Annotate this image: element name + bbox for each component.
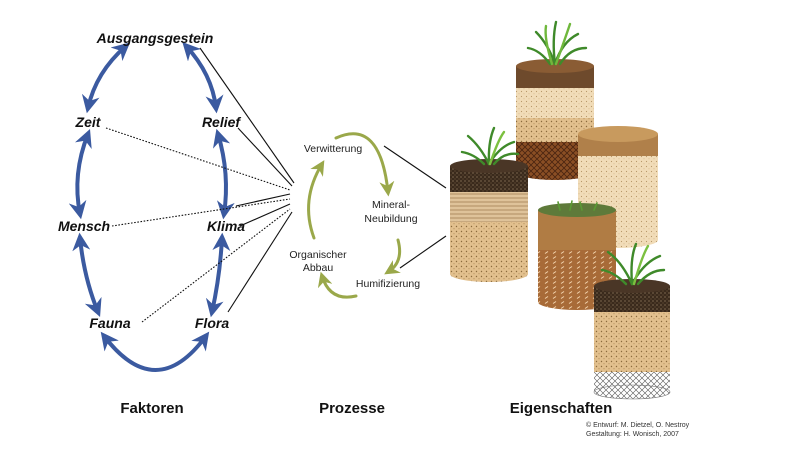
process-mineral-line2: Neubildung xyxy=(364,213,417,225)
line-process-upper xyxy=(383,145,447,189)
soil-column-c xyxy=(450,126,528,282)
process-humifizierung: Humifizierung xyxy=(356,278,420,290)
arrow-zeit-mensch xyxy=(68,128,92,220)
factor-flora: Flora xyxy=(195,315,229,331)
arrow-mineral-humifizierung xyxy=(384,238,402,275)
factor-ausgangsgestein: Ausgangsgestein xyxy=(96,30,214,46)
section-eigenschaften: Eigenschaften xyxy=(510,400,613,417)
arrow-klima-flora xyxy=(205,232,231,318)
arrow-ausgangsgestein-zeit xyxy=(81,42,131,114)
process-organisch-line2: Abbau xyxy=(303,262,334,274)
factor-zeit: Zeit xyxy=(75,114,102,130)
process-cycle-arrows xyxy=(307,132,402,299)
arrow-fauna-flora xyxy=(100,331,210,372)
section-titles: Faktoren Prozesse Eigenschaften xyxy=(120,400,612,417)
line-zeit xyxy=(105,127,291,191)
credit-entwurf: © Entwurf: M. Dietzel, O. Nestroy xyxy=(586,421,690,429)
arrow-abbau-verwitterung xyxy=(307,160,325,240)
arrow-humifizierung-abbau xyxy=(317,271,358,299)
factor-mensch: Mensch xyxy=(58,218,110,234)
line-mensch xyxy=(111,198,291,227)
line-klima-upper xyxy=(235,193,291,207)
credit-gestaltung: Gestaltung: H. Wonisch, 2007 xyxy=(586,431,679,438)
factor-klima: Klima xyxy=(207,218,245,234)
soil-column-b xyxy=(578,126,658,248)
process-verwitterung: Verwitterung xyxy=(304,143,363,155)
factor-labels: Ausgangsgestein Zeit Relief Mensch Klima… xyxy=(58,30,245,331)
line-relief xyxy=(237,127,293,187)
factor-arrows xyxy=(68,42,235,372)
line-flora xyxy=(227,211,293,313)
arrow-verwitterung-mineral xyxy=(334,132,395,197)
grass-icon xyxy=(460,126,520,166)
section-prozesse: Prozesse xyxy=(319,400,385,417)
grass-icon xyxy=(526,20,588,66)
grass-icon xyxy=(557,200,598,211)
soil-columns xyxy=(450,20,671,400)
line-fauna xyxy=(141,208,291,323)
soil-column-e xyxy=(593,242,671,400)
process-connector-lines xyxy=(383,145,447,269)
process-labels: Verwitterung Mineral- Neubildung Organis… xyxy=(289,143,420,290)
arrow-ausgangsgestein-relief xyxy=(182,42,224,114)
grass-icon xyxy=(600,242,666,286)
line-ausgangsgestein xyxy=(199,47,295,184)
factor-connector-lines xyxy=(105,47,295,323)
line-process-lower xyxy=(399,235,447,269)
credits: © Entwurf: M. Dietzel, O. Nestroy Gestal… xyxy=(586,421,690,438)
process-mineral-line1: Mineral- xyxy=(372,199,410,211)
factor-fauna: Fauna xyxy=(89,315,130,331)
arrow-relief-klima xyxy=(212,128,235,220)
arrow-mensch-fauna xyxy=(72,232,102,317)
factor-relief: Relief xyxy=(202,114,241,130)
process-organisch-line1: Organischer xyxy=(289,249,347,261)
section-faktoren: Faktoren xyxy=(120,400,183,417)
line-klima-lower xyxy=(239,203,291,227)
